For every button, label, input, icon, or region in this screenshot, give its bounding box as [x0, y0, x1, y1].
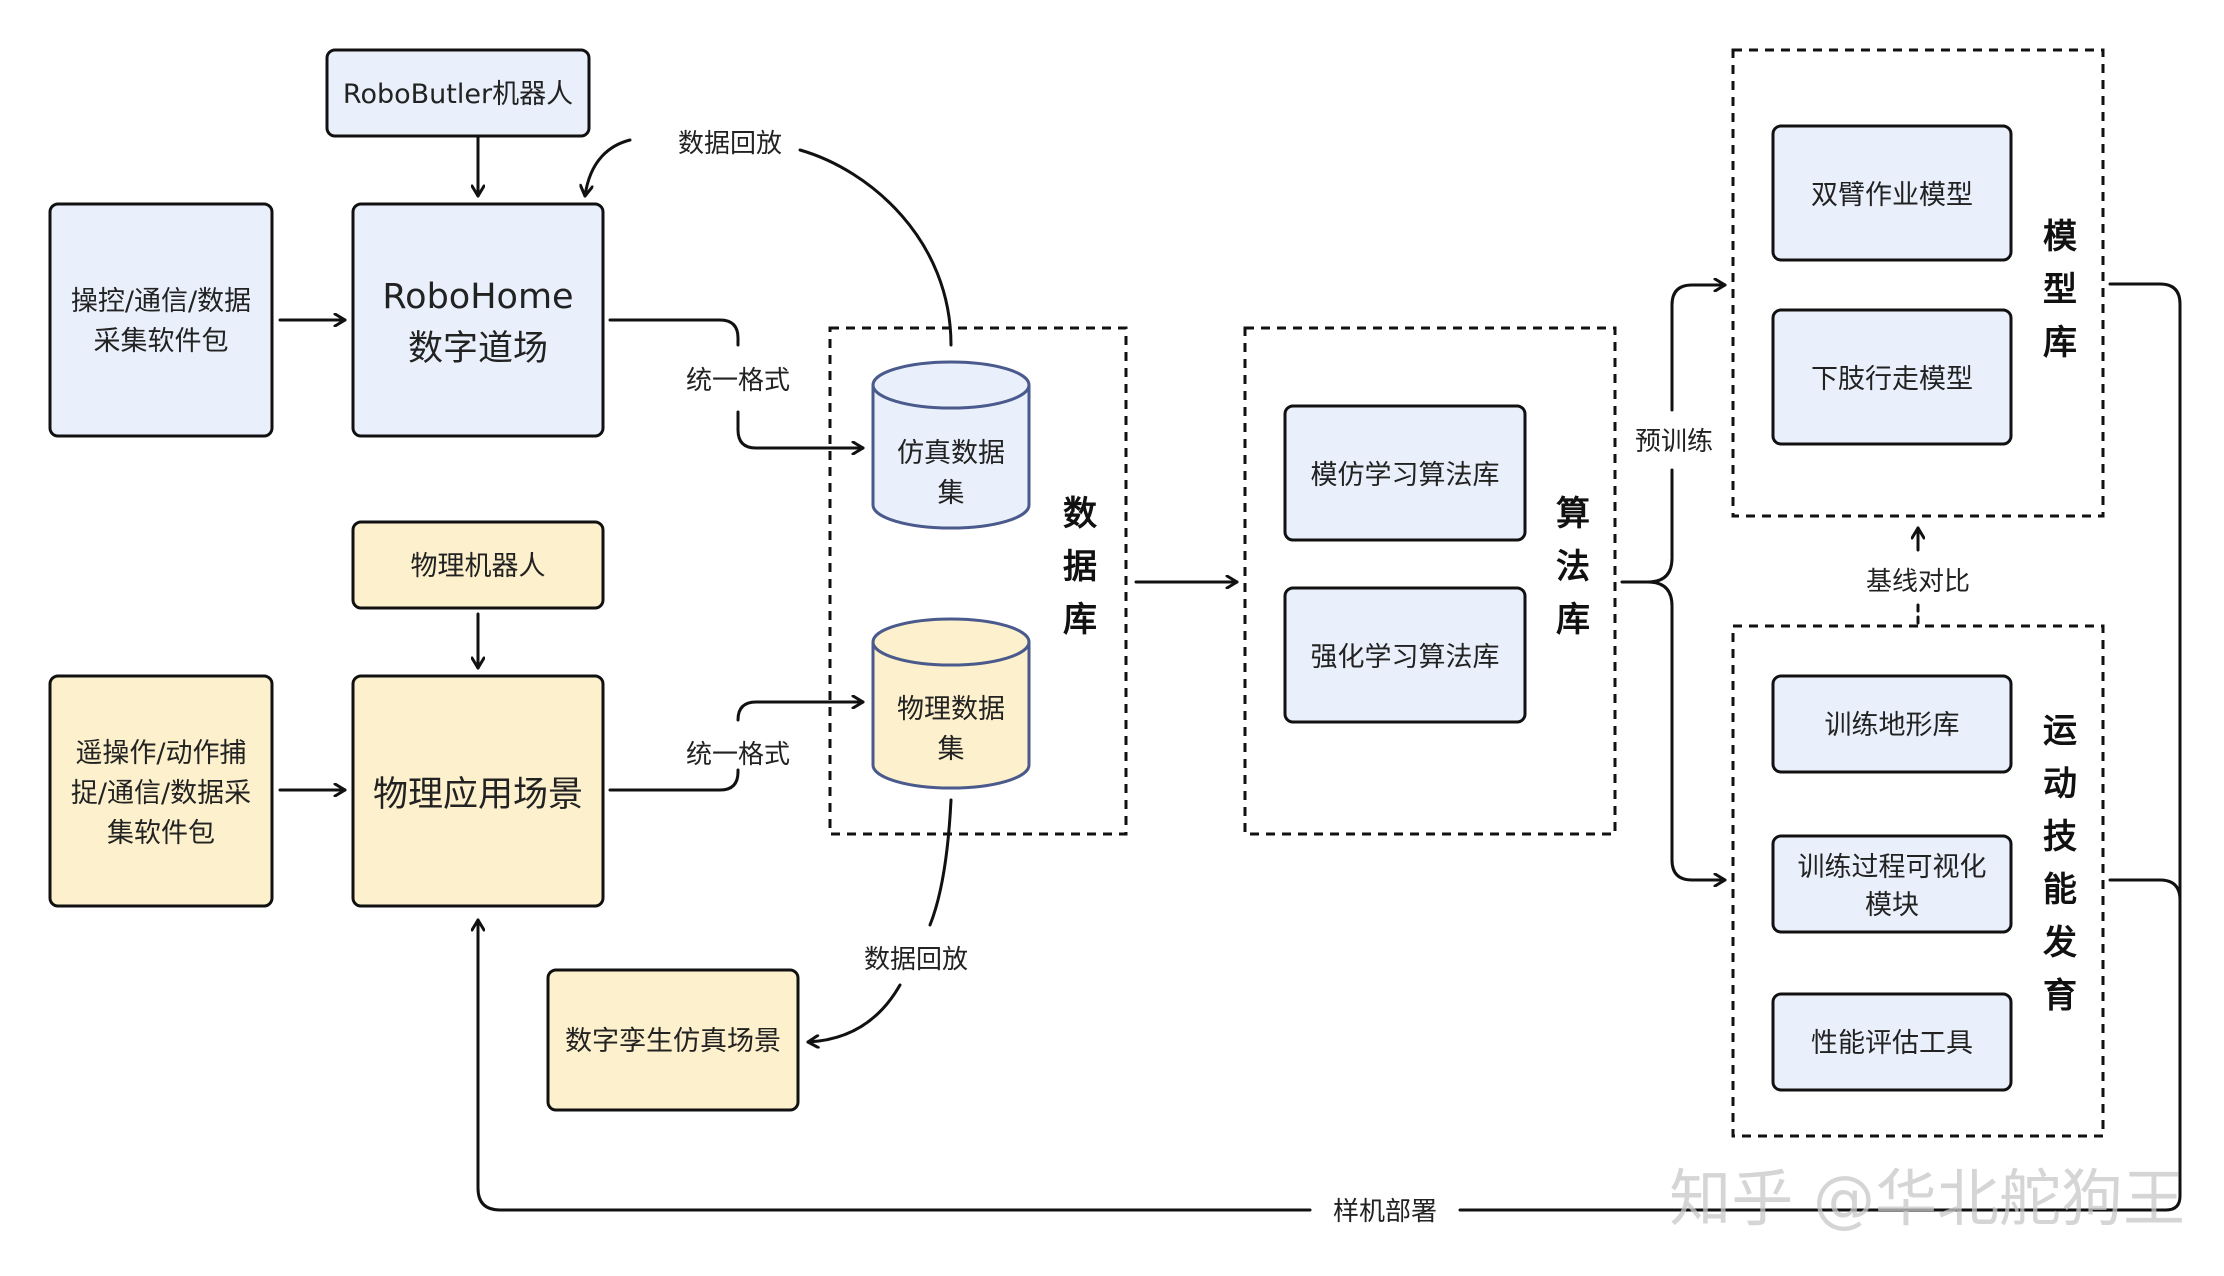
pretrain-label: 预训练: [1635, 427, 1713, 457]
terrain-library-node: 训练地形库: [1771, 674, 2013, 774]
physical-kit-label-3: 集软件包: [107, 818, 215, 849]
legged-model-label: 下肢行走模型: [1811, 364, 1973, 395]
algorithm-group: [1243, 326, 1617, 836]
robohome-label-2: 数字道场: [408, 329, 548, 369]
terrain-library-label: 训练地形库: [1825, 710, 1960, 741]
motor-skill-group: [1731, 624, 2105, 1138]
edge-physscene-physdataset: [608, 768, 740, 792]
edge-replay-top: [798, 148, 953, 347]
robobutler-label: RoboButler机器人: [343, 79, 573, 110]
deploy-label: 样机部署: [1333, 1197, 1437, 1227]
robohome-node: RoboHome 数字道场: [351, 202, 605, 438]
edge-algorithm-fork: [1620, 468, 1674, 584]
sim-dataset-label-1: 仿真数据: [897, 438, 1005, 469]
algorithm-title: 算 法 库: [1556, 494, 1590, 640]
svg-text:据: 据: [1063, 547, 1097, 587]
svg-text:库: 库: [1063, 600, 1097, 640]
dual-arm-model-label: 双臂作业模型: [1811, 180, 1973, 211]
edge-replay-bottom: [928, 798, 953, 927]
svg-text:发: 发: [2043, 923, 2077, 963]
edge-physscene-physdataset-b: [736, 702, 865, 722]
sim-kit-label-1: 操控/通信/数据: [71, 286, 251, 317]
digital-twin-scene-node: 数字孪生仿真场景: [546, 968, 800, 1112]
edge-replay-top-arrow: [585, 138, 632, 198]
dual-arm-model-node: 双臂作业模型: [1771, 124, 2013, 262]
training-viz-node: 训练过程可视化 模块: [1771, 834, 2013, 934]
svg-text:型: 型: [2043, 270, 2077, 310]
database-group: [828, 326, 1128, 836]
svg-text:育: 育: [2043, 976, 2077, 1016]
sim-kit-node: 操控/通信/数据 采集软件包: [48, 202, 274, 438]
legged-model-node: 下肢行走模型: [1771, 308, 2013, 446]
eval-tool-node: 性能评估工具: [1771, 992, 2013, 1092]
sim-dataset-label-2: 集: [938, 478, 965, 509]
robohome-label-1: RoboHome: [382, 277, 573, 317]
physical-kit-node: 遥操作/动作捕 捉/通信/数据采 集软件包: [48, 674, 274, 908]
physical-robot-label: 物理机器人: [411, 551, 546, 582]
replay-bottom-label: 数据回放: [864, 945, 968, 975]
svg-text:动: 动: [2043, 764, 2077, 804]
robobutler-node: RoboButler机器人: [325, 48, 591, 138]
imitation-learning-node: 模仿学习算法库: [1283, 404, 1527, 542]
svg-text:技: 技: [2043, 817, 2077, 857]
edge-motor-rail: [2108, 878, 2182, 902]
format-top-label: 统一格式: [686, 366, 790, 396]
physical-dataset-cylinder: 物理数据 集: [871, 617, 1031, 790]
baseline-label: 基线对比: [1866, 567, 1970, 597]
physical-dataset-label-2: 集: [938, 734, 965, 765]
format-bottom-label: 统一格式: [686, 740, 790, 770]
svg-text:数: 数: [1063, 494, 1097, 534]
edge-robohome-simdataset: [608, 318, 740, 347]
eval-tool-label: 性能评估工具: [1811, 1028, 1973, 1059]
model-group: [1731, 48, 2105, 518]
edge-deploy-left: [478, 918, 1312, 1212]
digital-twin-scene-label: 数字孪生仿真场景: [565, 1026, 781, 1057]
watermark-text: 知乎 @华北舵狗王: [1669, 1162, 2185, 1235]
physical-scene-label: 物理应用场景: [373, 775, 583, 815]
svg-text:库: 库: [2043, 323, 2077, 363]
model-library-title: 模 型 库: [2043, 217, 2077, 363]
reinforcement-learning-node: 强化学习算法库: [1283, 586, 1527, 724]
motor-skill-title: 运 动 技 能 发 育: [2043, 711, 2077, 1016]
svg-text:运: 运: [2043, 711, 2077, 751]
edge-model-rail: [2108, 282, 2182, 1212]
sim-dataset-cylinder: 仿真数据 集: [871, 360, 1031, 530]
edge-replay-bottom-arrow: [806, 983, 902, 1042]
database-title: 数 据 库: [1063, 494, 1097, 640]
sim-kit-label-2: 采集软件包: [94, 326, 229, 357]
edge-robohome-simdataset-b: [736, 410, 865, 448]
svg-text:库: 库: [1556, 600, 1590, 640]
physical-kit-label-2: 捉/通信/数据采: [71, 778, 251, 809]
training-viz-label-2: 模块: [1865, 890, 1919, 921]
svg-text:模: 模: [2043, 217, 2077, 257]
imitation-learning-label: 模仿学习算法库: [1311, 460, 1500, 491]
svg-text:法: 法: [1556, 547, 1590, 587]
physical-robot-node: 物理机器人: [351, 520, 605, 610]
edge-fork-model: [1670, 285, 1727, 412]
svg-text:能: 能: [2043, 870, 2077, 910]
physical-dataset-label-1: 物理数据: [897, 694, 1005, 725]
reinforcement-learning-label: 强化学习算法库: [1311, 642, 1500, 673]
physical-scene-node: 物理应用场景: [351, 674, 605, 908]
svg-text:算: 算: [1556, 494, 1590, 534]
replay-top-label: 数据回放: [678, 129, 782, 159]
edge-fork-motor: [1646, 580, 1727, 880]
training-viz-label-1: 训练过程可视化: [1798, 852, 1987, 883]
physical-kit-label-1: 遥操作/动作捕: [75, 738, 246, 769]
